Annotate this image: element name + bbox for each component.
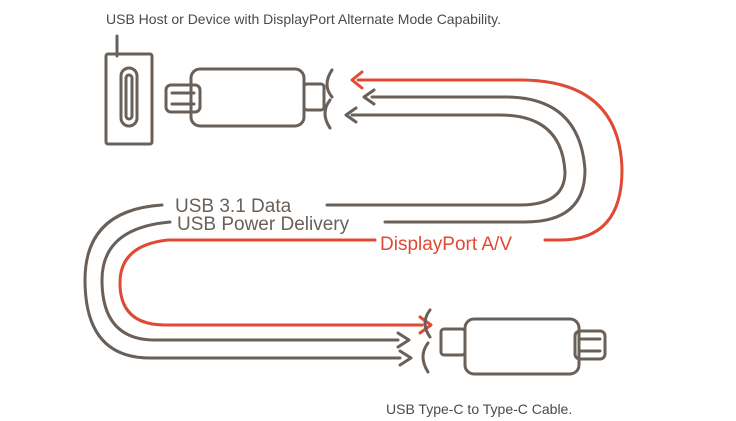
label-usb-power-delivery: USB Power Delivery [177,214,350,235]
label-displayport: DisplayPort A/V [380,234,512,255]
usb-c-plug-icon [164,67,326,128]
cable-lines [83,78,624,360]
arrowhead-icon [344,70,376,124]
host-device [104,34,154,146]
label-usb-data: USB 3.1 Data [175,196,292,217]
host-device-body [104,52,154,146]
usb-c-port-icon [119,66,139,128]
cable-break-icon [323,68,334,130]
footer-caption: USB Type-C to Type-C Cable. [386,401,572,417]
cable-break-icon [421,308,432,374]
arrowhead-icon [396,315,433,367]
displayport-signal-line-upper [356,78,624,242]
header-caption: USB Host or Device with DisplayPort Alte… [106,11,501,27]
gray-signal-line-lower-outer [83,203,402,360]
gray-signal-line-upper [370,95,587,224]
usb-c-plug-icon [439,317,607,376]
displayport-signal-line-lower [118,238,424,327]
gray-signal-line-lower-inner [100,220,400,342]
gray-signal-line-inner [325,113,567,207]
